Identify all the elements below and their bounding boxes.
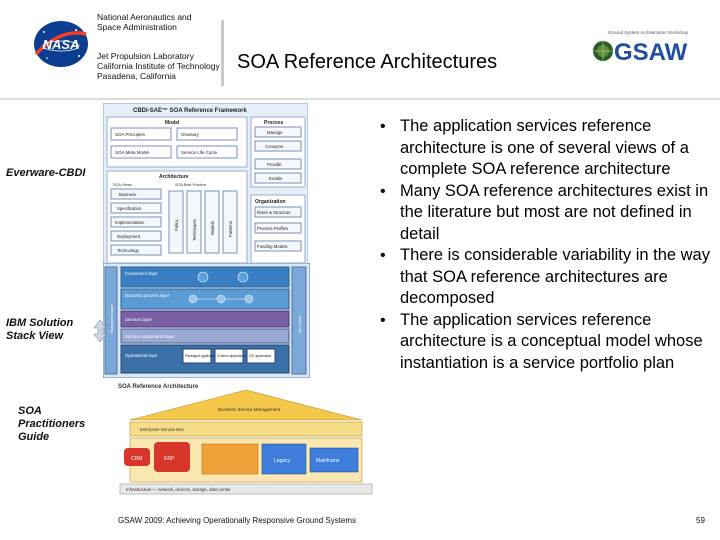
bullet-glyph: • (380, 182, 386, 200)
svg-text:Organization: Organization (255, 199, 286, 205)
svg-text:NASA: NASA (43, 37, 80, 52)
bullet-list: • The application services reference arc… (380, 116, 710, 374)
svg-text:Operational layer: Operational layer (125, 353, 158, 358)
svg-text:Services layer: Services layer (125, 317, 153, 322)
svg-text:Integration layer: Integration layer (109, 304, 114, 333)
header-band (0, 98, 720, 100)
cbdi-figure-label: Everware-CBDI (6, 167, 86, 179)
soa-figure-label: SOA Practitioners Guide (18, 405, 86, 443)
svg-text:Business: Business (119, 192, 136, 197)
svg-text:Infrastructure — network, devi: Infrastructure — network, devices, stora… (126, 487, 231, 492)
svg-text:CRM: CRM (131, 456, 142, 462)
arrow-icon (93, 320, 107, 342)
svg-text:Model: Model (165, 120, 180, 126)
svg-text:Deployment: Deployment (117, 234, 141, 239)
svg-text:SOA Principles: SOA Principles (115, 132, 146, 137)
bullet-glyph: • (380, 247, 386, 264)
cbdi-framework-diagram: CBDI-SAE™ SOA Reference Framework Model … (103, 103, 308, 266)
svg-text:Process: Process (264, 120, 284, 126)
svg-text:SOA Views: SOA Views (113, 183, 132, 187)
svg-text:Techniques: Techniques (192, 219, 197, 241)
header-divider (221, 20, 224, 86)
ibm-stack-diagram: Integration layer Consumers layer Busine… (103, 263, 310, 378)
svg-text:Service Life Cycle: Service Life Cycle (181, 150, 218, 155)
svg-text:SOA Reference Architecture: SOA Reference Architecture (118, 384, 199, 390)
svg-text:Technology: Technology (117, 248, 140, 253)
svg-text:Policy: Policy (174, 219, 179, 231)
svg-text:Manage: Manage (267, 130, 283, 135)
svg-text:Patterns: Patterns (228, 221, 233, 237)
svg-text:Architecture: Architecture (159, 174, 189, 180)
gsaw-logo-icon: Ground System Architectures Workshop GSA… (590, 24, 712, 70)
svg-text:Specification: Specification (117, 206, 142, 211)
svg-text:Enable: Enable (269, 176, 283, 181)
svg-text:Provide: Provide (267, 162, 282, 167)
svg-text:Custom application: Custom application (217, 354, 246, 358)
svg-text:Legacy: Legacy (274, 458, 291, 464)
svg-text:Mainframe: Mainframe (316, 458, 340, 464)
bullet-glyph: • (380, 311, 386, 329)
svg-text:SOA Meta Model: SOA Meta Model (115, 150, 149, 155)
svg-text:Process Profiles: Process Profiles (257, 226, 288, 231)
slide-header: NASA National Aeronautics and Space Admi… (0, 0, 720, 100)
svg-text:Models: Models (210, 221, 215, 235)
bullet-glyph: • (380, 118, 386, 135)
svg-text:Packaged application: Packaged application (185, 354, 217, 358)
svg-text:QoS layer: QoS layer (297, 315, 302, 333)
svg-text:ERP: ERP (164, 456, 175, 462)
slide-title: SOA Reference Architectures (237, 51, 498, 73)
nasa-logo-icon: NASA (34, 21, 88, 67)
footer-text: GSAW 2009: Achieving Operationally Respo… (118, 516, 357, 525)
agency-name: National Aeronautics and Space Administr… (97, 12, 192, 32)
ibm-figure-label: IBM Solution Stack View (6, 317, 74, 342)
bullet-item: • There is considerable variability in t… (380, 246, 710, 307)
svg-text:Roles & Structure: Roles & Structure (257, 210, 291, 215)
soa-reference-diagram: SOA Reference Architecture Business Serv… (110, 378, 382, 498)
bullet-item: • Many SOA reference architectures exist… (380, 181, 709, 243)
bullet-item: • The application services reference arc… (380, 310, 703, 372)
lab-name: Jet Propulsion Laboratory California Ins… (97, 51, 220, 81)
svg-text:CBDI-SAE™ SOA Reference Framew: CBDI-SAE™ SOA Reference Framework (133, 107, 247, 114)
svg-text:GSAW: GSAW (614, 39, 688, 66)
svg-text:SOA Best Practice: SOA Best Practice (175, 183, 206, 187)
bullet-item: • The application services reference arc… (380, 117, 689, 178)
svg-text:Implementation: Implementation (115, 220, 145, 225)
svg-text:Business process layer: Business process layer (125, 293, 170, 298)
svg-text:Ground System Architectures Wo: Ground System Architectures Workshop (608, 30, 688, 35)
svg-text:Consume: Consume (265, 144, 284, 149)
page-number: 59 (696, 516, 705, 525)
svg-text:Service components layer: Service components layer (125, 334, 175, 339)
svg-text:Enterprise Service Bus: Enterprise Service Bus (140, 427, 184, 432)
svg-text:Glossary: Glossary (181, 132, 200, 137)
svg-text:Funding Models: Funding Models (257, 244, 288, 249)
svg-text:Consumers layer: Consumers layer (125, 271, 158, 276)
svg-text:OO application: OO application (249, 354, 272, 358)
svg-text:Business Service Management: Business Service Management (218, 407, 281, 412)
